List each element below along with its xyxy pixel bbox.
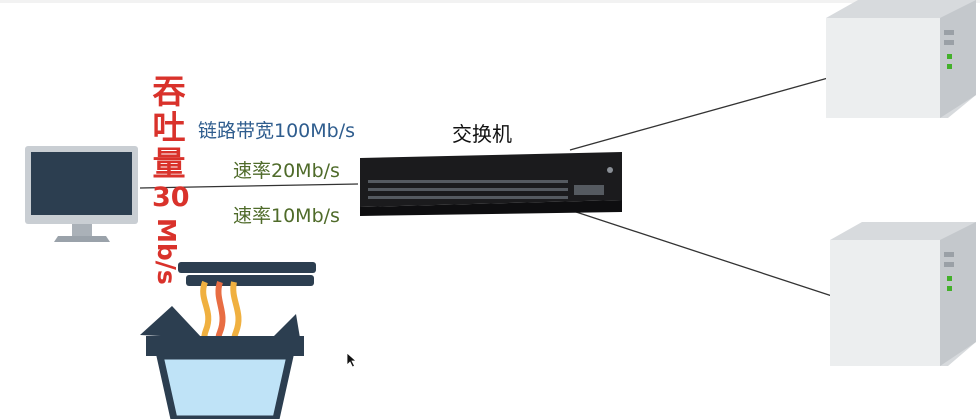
throughput-char-3: 量 bbox=[152, 144, 186, 183]
switch-label: 交换机 bbox=[452, 122, 512, 146]
throughput-label: 吞 吐 量 30 Mb/s bbox=[150, 72, 190, 285]
link-switch-server-top bbox=[569, 77, 829, 151]
rate-label-1: 速率20Mb/s bbox=[233, 160, 340, 182]
rate-label-2: 速率10Mb/s bbox=[233, 205, 340, 227]
mouse-cursor-icon bbox=[346, 352, 358, 368]
link-bandwidth-label: 链路带宽100Mb/s bbox=[198, 120, 356, 142]
noodle-bowl-icon bbox=[140, 262, 316, 419]
link-switch-server-bottom bbox=[569, 209, 833, 297]
throughput-char-2: 吐 bbox=[152, 108, 186, 147]
server-icon-bottom bbox=[830, 222, 976, 366]
link-computer-switch bbox=[139, 183, 359, 189]
network-switch-icon bbox=[360, 152, 622, 216]
throughput-number: 30 bbox=[152, 182, 190, 213]
throughput-char-1: 吞 bbox=[152, 72, 186, 111]
monitor-icon bbox=[25, 146, 138, 242]
throughput-unit: Mb/s bbox=[152, 218, 181, 285]
top-edge bbox=[0, 0, 980, 3]
server-icon-top bbox=[826, 0, 976, 118]
